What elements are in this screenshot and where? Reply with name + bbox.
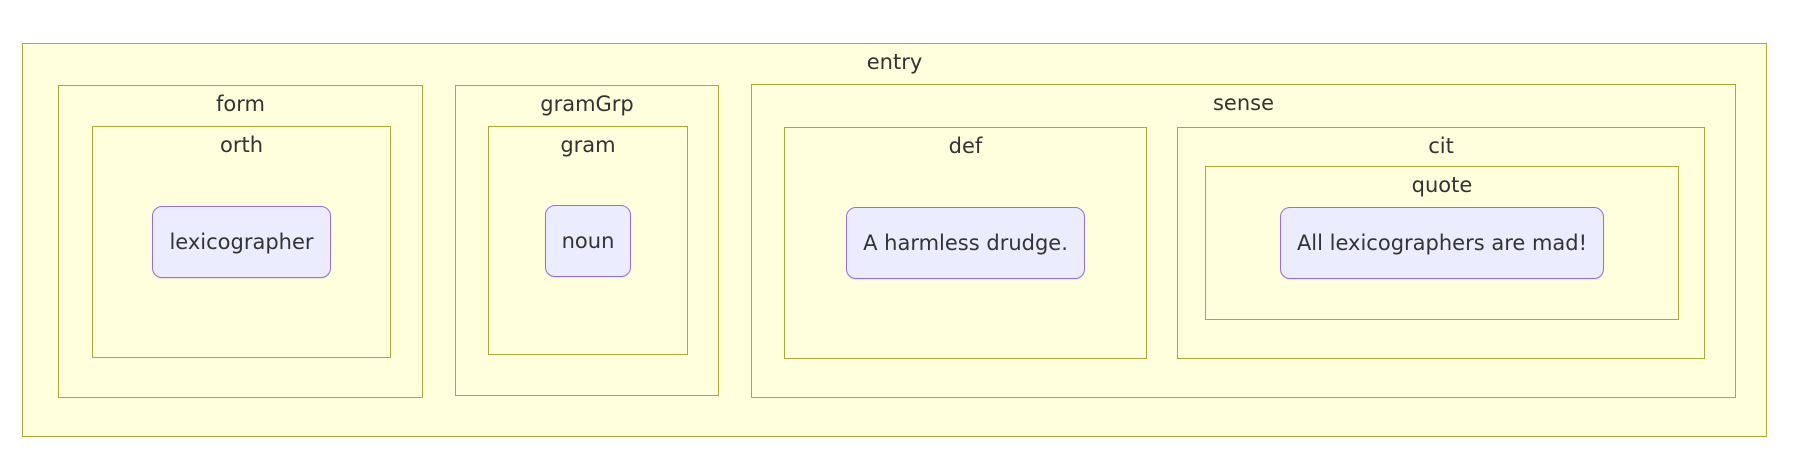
noun-node: noun <box>544 204 632 277</box>
lexicographer-node: lexicographer <box>152 206 331 278</box>
gramgrp-box: gramGrp gram noun <box>455 85 719 396</box>
orth-label: orth <box>219 133 264 157</box>
quote-label: quote <box>1411 173 1473 197</box>
gramgrp-label: gramGrp <box>540 92 634 116</box>
quote-box: quote All lexicographers are mad! <box>1205 166 1679 320</box>
gram-label: gram <box>560 133 616 157</box>
form-label: form <box>216 92 265 116</box>
definition-node: A harmless drudge. <box>846 207 1085 279</box>
entry-label: entry <box>866 50 923 74</box>
quote-text-node: All lexicographers are mad! <box>1279 207 1605 279</box>
entry-box: entry form orth lexicographer gramGrp gr… <box>22 43 1767 437</box>
cit-box: cit quote All lexicographers are mad! <box>1177 127 1705 359</box>
gram-box: gram noun <box>488 126 688 355</box>
sense-label: sense <box>1212 91 1275 115</box>
def-label: def <box>948 134 983 158</box>
sense-box: sense def A harmless drudge. cit quote A… <box>751 84 1736 398</box>
def-box: def A harmless drudge. <box>784 127 1147 359</box>
cit-label: cit <box>1428 134 1454 158</box>
orth-box: orth lexicographer <box>92 126 391 358</box>
form-box: form orth lexicographer <box>58 85 423 398</box>
